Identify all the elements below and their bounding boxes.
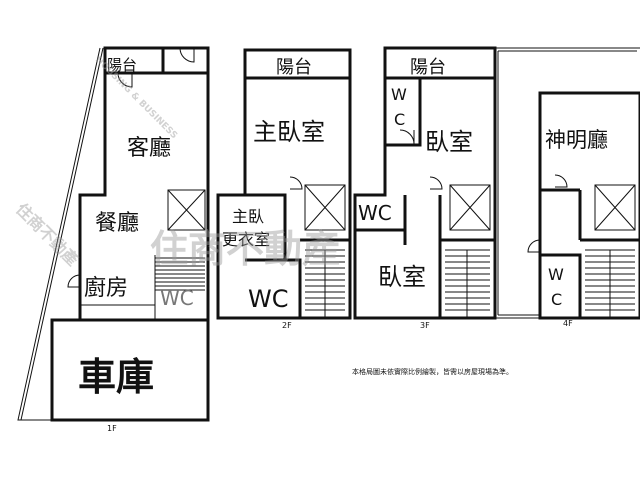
room-label: 主臥室 [253,118,325,146]
room-label: WC [248,285,289,313]
room-label: W [548,265,564,284]
room-label: 臥室 [378,263,426,291]
4f-outer-wall [538,91,640,320]
3f-stairs [445,249,490,318]
floor-label: 4F [563,319,573,328]
room-label: W [391,85,407,104]
floor-4f: 神明廳 W C 4F [495,47,640,328]
site-boundary [17,47,101,421]
floor-label: 2F [282,321,292,330]
1f-elevator [80,189,206,320]
room-label: 餐廳 [95,211,139,236]
2f-outer-wall [216,48,352,320]
4f-stairs [585,249,635,318]
3f-inner-wall [355,76,495,318]
1f-inner-wall [52,48,208,322]
1f-stairs [155,257,205,291]
room-label: 陽台 [276,57,312,78]
room-label: 神明廳 [545,128,608,152]
room-label: 客廳 [127,136,171,161]
room-label: 更衣室 [222,230,270,249]
2f-elevator [304,184,346,231]
room-label: WC [160,286,194,310]
4f-terrace-inner [497,50,637,316]
floor-3f: 陽台 W C 臥室 WC 臥室 3F [353,46,497,330]
door-icon [527,239,541,253]
watermark-logo: 住商不動產 住商不動產 HOUSING & BUSINESS [12,55,340,271]
room-label: 車庫 [78,355,154,399]
4f-terrace [495,47,640,319]
door-icon [289,176,303,190]
floor-label: 3F [420,321,430,330]
door-icon [179,47,195,63]
4f-inner-wall [540,188,640,318]
site-boundary-inner [20,47,104,421]
floor-1f: 陽台 客廳 餐廳 廚房 WC 車庫 1F [17,46,210,433]
room-label: C [551,290,562,309]
2f-inner-wall [245,76,350,318]
room-label: 臥室 [425,128,473,156]
room-label: 陽台 [107,56,137,74]
disclaimer-note: 本格局圖未依實際比例繪製，皆需以房屋現場為準。 [352,367,513,376]
door-icon [399,129,415,145]
door-icon [117,72,133,88]
3f-elevator [449,184,491,231]
4f-elevator [594,184,636,231]
watermark-text: 住商不動產 [12,199,82,269]
floor-label: 1F [107,424,117,433]
door-icon [554,174,568,188]
room-label: 主臥 [232,207,264,226]
2f-stairs [305,249,345,318]
room-label: 廚房 [84,276,128,301]
floor-2f: 陽台 主臥室 主臥 更衣室 WC 2F [216,48,352,330]
room-label: 陽台 [410,57,446,78]
door-icon [429,176,443,190]
watermark-text: 住商不動產 [150,227,340,271]
door-icon [67,274,81,288]
room-label: WC [358,201,392,225]
room-label: C [394,110,405,129]
